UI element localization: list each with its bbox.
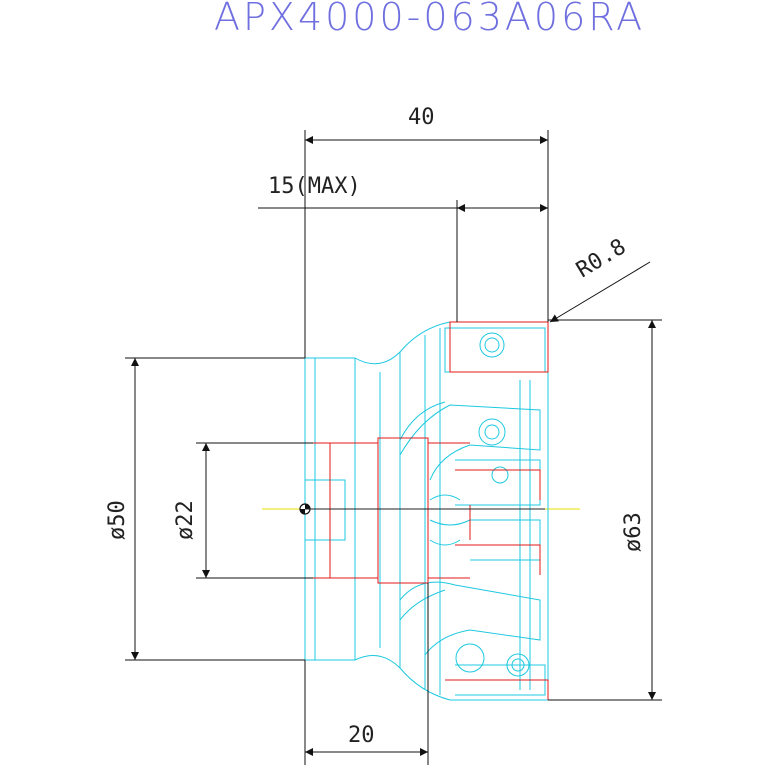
drawing-title: APX4000-063A06RA <box>214 0 645 39</box>
radius-leader: R0.8 <box>549 234 651 323</box>
dimension-bore-diameter: ø22 <box>173 442 313 579</box>
dim-20-label: 20 <box>348 723 375 748</box>
dimension-overall-length: 40 <box>304 105 549 358</box>
center-mark <box>299 503 545 515</box>
tool-body-outline <box>304 321 549 701</box>
dim-40-label: 40 <box>408 105 435 130</box>
hidden-lines <box>313 321 549 700</box>
dimension-cutting-diameter: ø63 <box>548 319 662 701</box>
dim-15max-label: 15(MAX) <box>268 174 361 199</box>
dim-63-label: ø63 <box>621 512 646 552</box>
radius-label: R0.8 <box>572 234 630 283</box>
dim-50-label: ø50 <box>105 500 130 540</box>
dimension-shank-diameter: ø50 <box>105 357 305 661</box>
dimension-flange-length: 20 <box>304 583 429 765</box>
dimension-max-depth: 15(MAX) <box>258 174 548 322</box>
dim-22-label: ø22 <box>173 500 198 540</box>
